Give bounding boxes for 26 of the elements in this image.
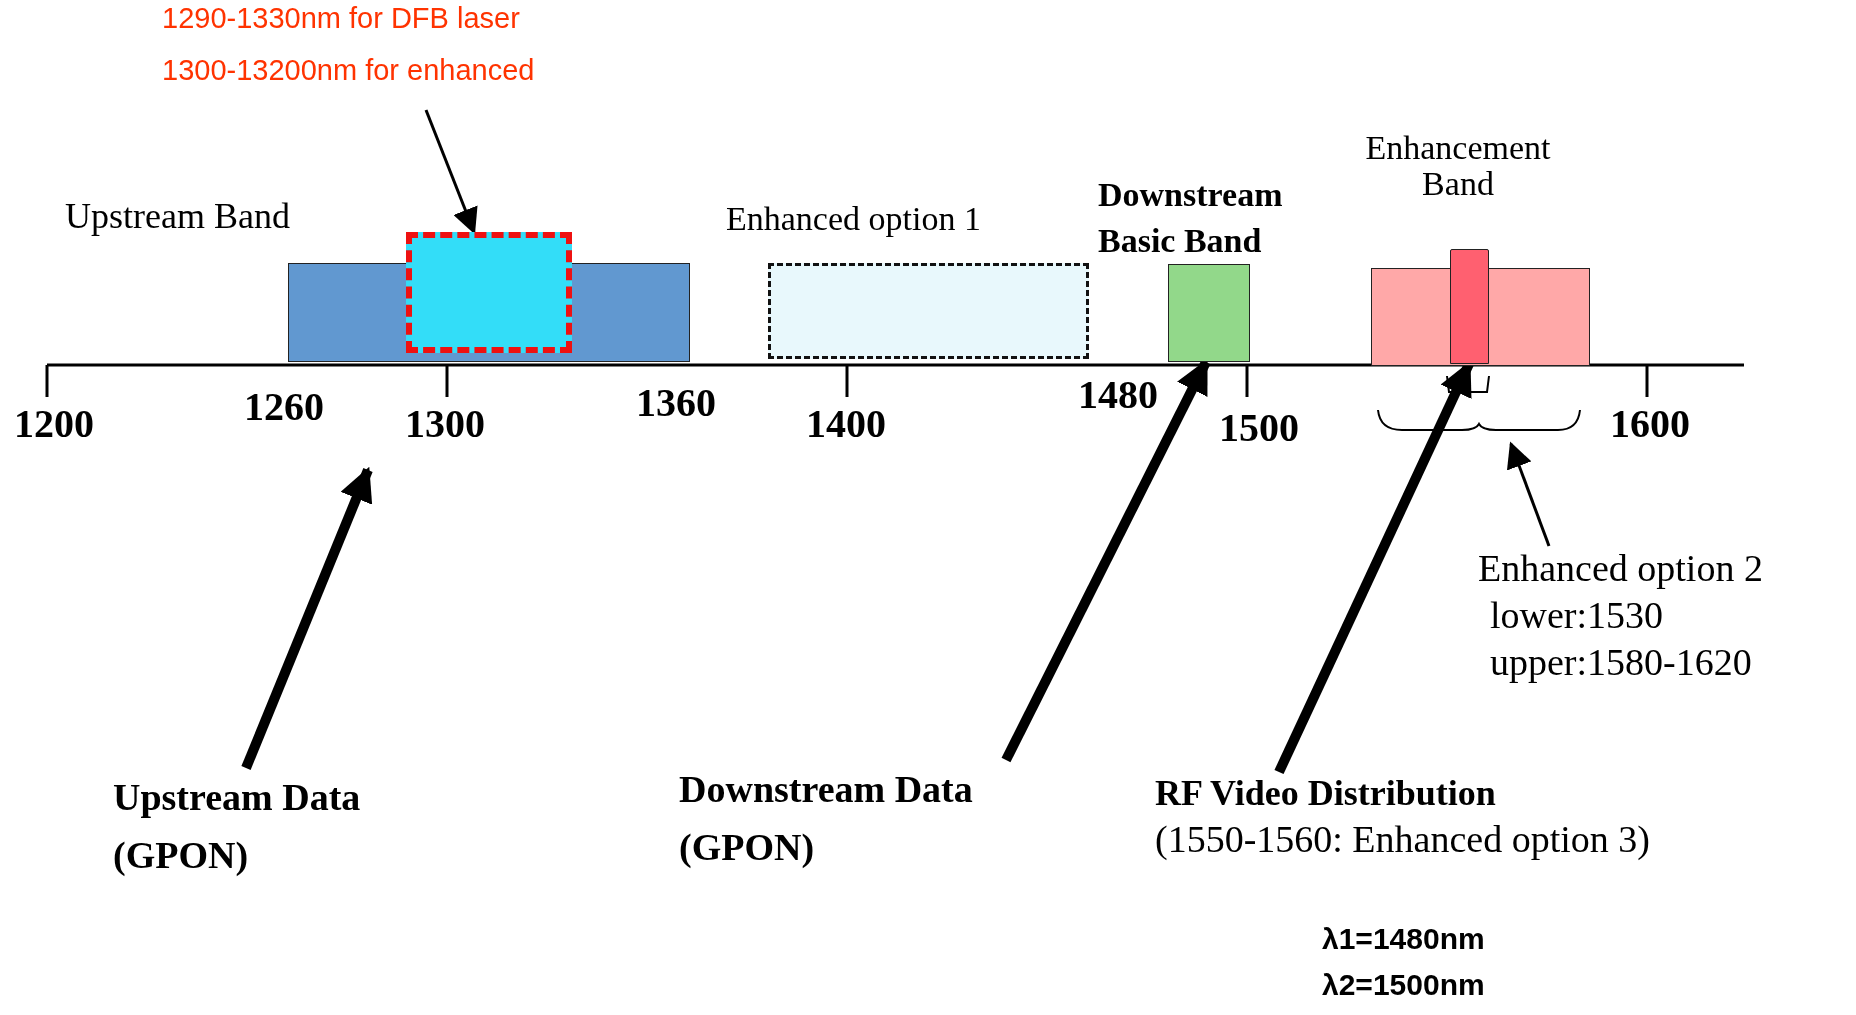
callout-text: Downstream Data (GPON) [679, 767, 974, 870]
tick-label: 1500 [1219, 404, 1299, 451]
band-title: Upstream Band [65, 195, 290, 237]
tick-label: 1200 [14, 400, 94, 447]
tick-label: 1360 [636, 379, 716, 426]
note-text: λ1=1480nm [1322, 922, 1485, 956]
tick-label: 1300 [405, 400, 485, 447]
tick-label: 1600 [1610, 400, 1690, 447]
callout-text: Upstream Data (GPON) [113, 775, 362, 878]
band-title: Enhancement Band [1364, 130, 1552, 202]
arrow [424, 109, 478, 235]
tick-label: 1480 [1078, 371, 1158, 418]
tick-label: 1400 [806, 400, 886, 447]
arrow [1507, 441, 1551, 547]
callout-text: Enhanced option 2 [1478, 546, 1763, 590]
note-text: λ2=1500nm [1322, 968, 1485, 1002]
note-text: 1300-13200nm for enhanced [162, 54, 535, 87]
note-text: 1290-1330nm for DFB laser [162, 2, 520, 35]
band-title: Downstream Basic Band [1098, 175, 1284, 261]
band-title: Enhanced option 1 [726, 200, 981, 238]
callout-text: lower:1530 [1490, 593, 1664, 637]
tick-label: 1260 [244, 383, 324, 430]
arrow [241, 466, 373, 770]
callout-text: RF Video Distribution [1155, 772, 1496, 814]
callout-text: upper:1580-1620 [1490, 640, 1752, 684]
callout-text: (1550-1560: Enhanced option 3) [1155, 817, 1650, 861]
